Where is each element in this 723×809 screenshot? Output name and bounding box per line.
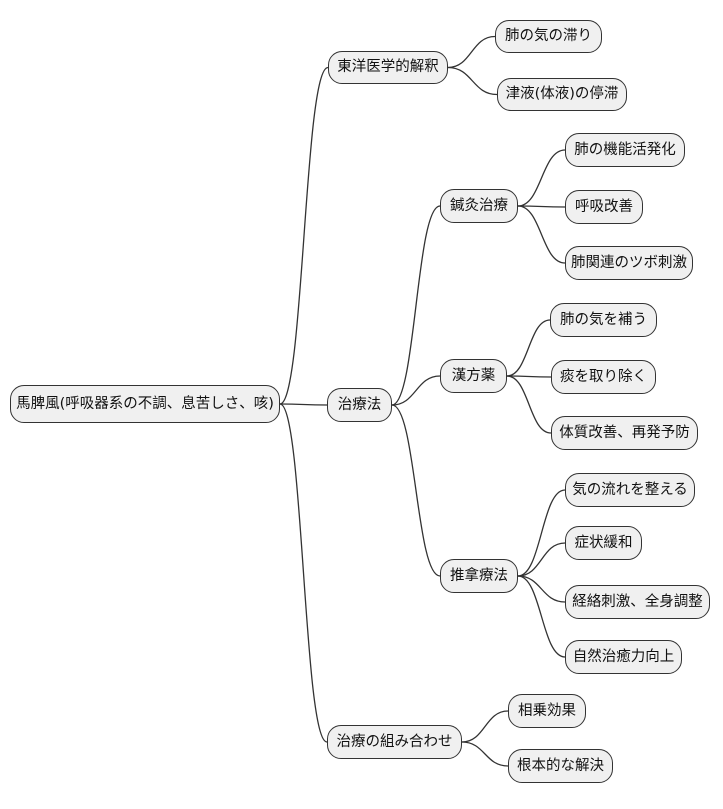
mindmap-node-konponteki-kaiketsu: 根本的な解決	[508, 749, 613, 783]
edge-chiryoho-shinkyu-chiryo	[391, 205, 441, 406]
edge-chiryoho-suina-ryoho	[391, 404, 441, 577]
mindmap-node-shineki-no-teitai: 津液(体液)の停滞	[497, 78, 627, 111]
edge-toyo-igaku-kaishaku-hai-no-ki-no-todokori	[447, 35, 496, 69]
mindmap-node-chiryoho: 治療法	[327, 388, 392, 422]
edge-kampo-yaku-hai-no-ki-wo-oginau	[506, 319, 551, 377]
edge-root-chiryoho	[279, 403, 328, 406]
mindmap-node-shojo-kanwa: 症状緩和	[565, 526, 642, 560]
mindmap-node-hai-kanren-tsubo: 肺関連のツボ刺激	[565, 246, 693, 280]
mindmap-node-keiraku-shigeki: 経絡刺激、全身調整	[565, 585, 710, 619]
mindmap-node-chiryo-no-kumiawase: 治療の組み合わせ	[327, 725, 462, 759]
edge-shinkyu-chiryo-kokyu-kaizen	[517, 205, 566, 208]
edge-chiryo-no-kumiawase-konponteki-kaiketsu	[461, 741, 509, 767]
edge-chiryo-no-kumiawase-sojo-koka	[461, 710, 509, 743]
edge-suina-ryoho-ki-no-nagare	[517, 489, 566, 577]
edge-shinkyu-chiryo-hai-kanren-tsubo	[517, 205, 566, 264]
edge-suina-ryoho-shizen-chiyuryoku	[517, 575, 566, 658]
edge-suina-ryoho-keiraku-shigeki	[517, 575, 566, 603]
mindmap-node-hai-kino-kappatsuka: 肺の機能活発化	[565, 133, 685, 167]
mindmap-node-ki-no-nagare: 気の流れを整える	[565, 473, 695, 507]
edge-chiryoho-kampo-yaku	[391, 375, 441, 406]
mindmap-node-kampo-yaku: 漢方薬	[440, 359, 507, 393]
mindmap-node-root: 馬脾風(呼吸器系の不調、息苦しさ、咳)	[10, 385, 280, 423]
mindmap-node-taishitsu-kaizen: 体質改善、再発予防	[551, 416, 698, 450]
edge-kampo-yaku-taishitsu-kaizen	[506, 375, 552, 434]
edge-shinkyu-chiryo-hai-kino-kappatsuka	[517, 149, 566, 207]
mindmap-node-toyo-igaku-kaishaku: 東洋医学的解釈	[328, 51, 448, 84]
mindmap-node-hai-no-ki-no-todokori: 肺の気の滞り	[495, 20, 602, 53]
mindmap-node-tan-wo-torinozoku: 痰を取り除く	[551, 360, 656, 394]
edge-root-toyo-igaku-kaishaku	[279, 66, 329, 405]
mindmap-node-sojo-koka: 相乗効果	[508, 694, 586, 728]
edge-kampo-yaku-tan-wo-torinozoku	[506, 375, 552, 378]
edge-toyo-igaku-kaishaku-shineki-no-teitai	[447, 66, 498, 96]
mindmap-node-hai-no-ki-wo-oginau: 肺の気を補う	[550, 303, 657, 337]
edge-suina-ryoho-shojo-kanwa	[517, 542, 566, 577]
mindmap-node-shinkyu-chiryo: 鍼灸治療	[440, 189, 518, 223]
mindmap-node-shizen-chiyuryoku: 自然治癒力向上	[565, 640, 682, 674]
mindmap-node-suina-ryoho: 推拿療法	[440, 559, 518, 593]
edge-root-chiryo-no-kumiawase	[279, 403, 328, 743]
mindmap-node-kokyu-kaizen: 呼吸改善	[565, 190, 643, 224]
